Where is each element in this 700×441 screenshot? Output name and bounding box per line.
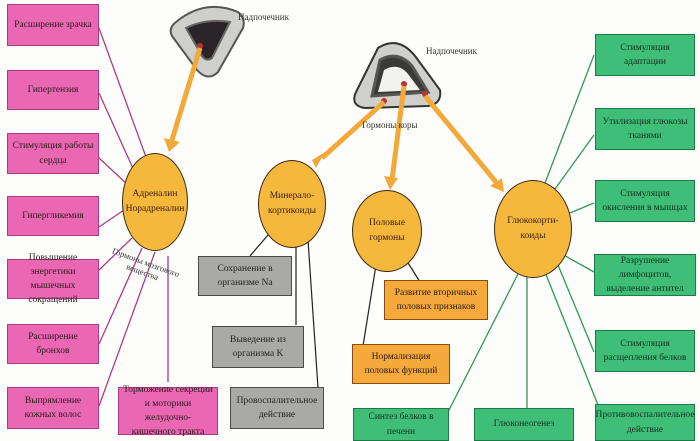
arrow-head-adrenaline xyxy=(164,138,180,152)
effect-adaptation-stimulation: Стимуляция адаптации xyxy=(595,34,695,76)
adrenal-gland-right-icon xyxy=(353,42,442,110)
arrow-to-sex-hormones xyxy=(389,85,407,181)
effect-glucose-utilization: Утилизация глюкозы тканями xyxy=(595,108,695,150)
effect-gi-inhibition: Торможение секреции и моторики желудочно… xyxy=(118,385,218,437)
hormone-glucocorticoids-line2: коиды xyxy=(520,231,546,241)
effect-sexual-function-normalization: Нормализация половых функций xyxy=(352,344,450,384)
hormone-sex-hormones-line2: гормоны xyxy=(369,233,405,243)
arrow-head-sex-hormones xyxy=(384,176,398,190)
effect-piloerection: Выпрямление кожных волос xyxy=(7,387,99,429)
effect-gluconeogenesis: Глюконеогенез xyxy=(474,408,574,441)
hormone-mineralocorticoids: Минерало-кортикоиды xyxy=(258,160,326,248)
hormone-glucocorticoids: Глюкокорти-коиды xyxy=(494,180,572,278)
hormone-mineralocorticoids-line2: кортикоиды xyxy=(268,206,316,216)
hormone-sex-hormones-line1: Половые xyxy=(368,217,406,228)
adrenal-gland-left-label: Надпочечник xyxy=(238,12,289,22)
hormone-sex-hormones: Половые гормоны xyxy=(352,190,422,272)
effect-muscle-energy: Повышение энергетики мышечных сокращений xyxy=(7,253,99,305)
mineralocorticoid-connectors xyxy=(249,234,319,389)
effect-sodium-retention: Сохранение в организме Na xyxy=(198,256,292,296)
glucocorticoid-connectors xyxy=(447,54,601,413)
arrow-to-mineralocorticoids xyxy=(320,100,386,160)
effect-hypertension: Гипертензия xyxy=(7,70,99,110)
adrenaline-connectors xyxy=(98,27,169,407)
hormone-adrenaline-line1: Адреналин xyxy=(132,188,178,199)
effect-hyperglycemia: Гипергликемия xyxy=(7,196,99,236)
effect-heart-stimulation: Стимуляция работы сердца xyxy=(7,133,99,174)
effect-proinflammatory: Провоспалительное действие xyxy=(230,387,324,429)
effect-pupil-dilation: Расширение зрачка xyxy=(7,4,99,46)
hormone-mineralocorticoids-line1: Минерало- xyxy=(269,190,315,201)
effect-muscle-oxidation: Стимуляция окисления в мышцах xyxy=(595,180,695,222)
adrenal-gland-left-icon xyxy=(169,5,245,78)
effect-secondary-sex-characteristics: Развитие вторичных половых признаков xyxy=(384,280,488,320)
effect-protein-breakdown: Стимуляция расщепления белков xyxy=(595,330,695,372)
cortex-hormones-label: Гормоны коры xyxy=(362,120,418,130)
arrow-to-glucocorticoids xyxy=(423,94,498,184)
effect-anti-inflammatory: Противовоспалительное действие xyxy=(595,404,695,441)
effect-lymphocyte-destruction: Разрушение лимфоцитов, выделение антител xyxy=(594,254,696,296)
effect-potassium-excretion: Выведение из организма K xyxy=(212,326,304,368)
arrow-to-adrenaline xyxy=(169,47,203,141)
hormone-glucocorticoids-line1: Глюкокорти- xyxy=(507,215,559,226)
arrow-head-glucocorticoids xyxy=(490,178,504,192)
hormone-adrenaline-line2: Норадреналин xyxy=(125,204,185,214)
effect-bronchodilation: Расширение бронхов xyxy=(7,324,99,364)
arrow-head-mineralocorticoids xyxy=(312,152,325,168)
effect-liver-protein-synthesis: Синтез белков в печени xyxy=(353,408,449,441)
hormone-arrows xyxy=(164,47,504,192)
adrenal-gland-right-label: Надпочечник xyxy=(426,46,477,56)
